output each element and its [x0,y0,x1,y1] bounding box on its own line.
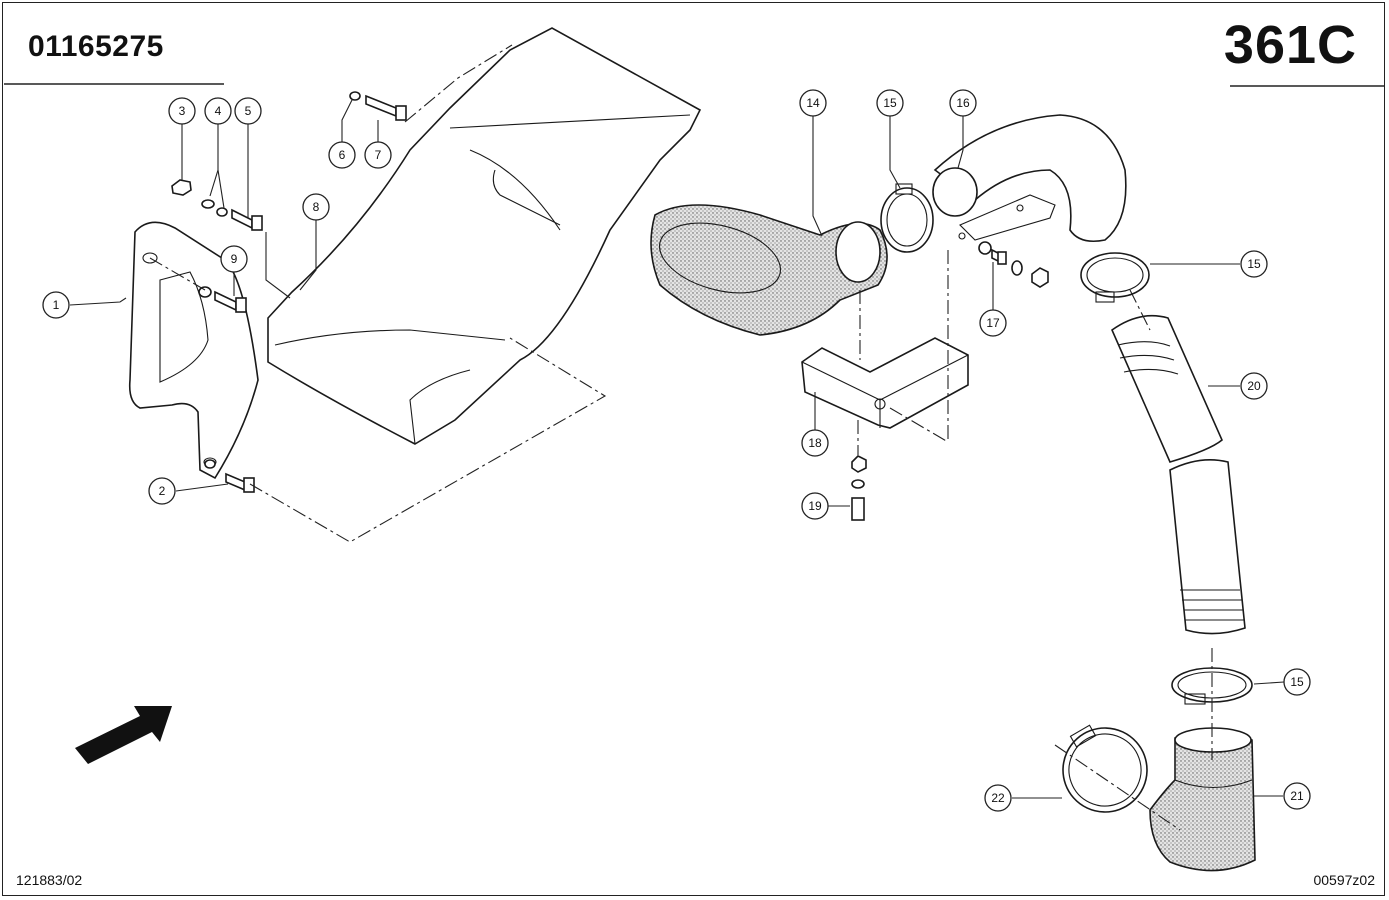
callout-5: 5 [234,97,262,125]
callout-20: 20 [1240,372,1268,400]
leader-lines [69,99,1285,799]
large-clamp-part [1062,724,1148,813]
svg-text:17: 17 [986,316,1000,330]
svg-text:4: 4 [215,104,222,118]
flexible-hose-part [1111,314,1246,635]
svg-text:15: 15 [1247,257,1261,271]
svg-text:14: 14 [806,96,820,110]
callout-19: 19 [801,492,829,520]
callout-7: 7 [364,141,392,169]
svg-text:18: 18 [808,436,822,450]
svg-text:22: 22 [991,791,1005,805]
svg-text:19: 19 [808,499,822,513]
svg-text:21: 21 [1290,789,1304,803]
callout-3: 3 [168,97,196,125]
drawing-ref-right: 00597z02 [1313,872,1375,888]
assembly-lines [149,44,1213,831]
outlet-elbow-part [1149,727,1256,872]
support-bracket-part [801,337,969,429]
callout-16: 16 [949,89,977,117]
hose-clamp-part-upper [880,183,934,253]
svg-text:6: 6 [339,148,346,162]
svg-text:3: 3 [179,104,186,118]
callout-6: 6 [328,141,356,169]
callout-8: 8 [302,193,330,221]
callout-14: 14 [799,89,827,117]
callout-15-upper: 15 [876,89,904,117]
callout-1: 1 [42,291,70,319]
callout-15-lower: 15 [1283,668,1311,696]
svg-text:5: 5 [245,104,252,118]
part-number: 01165275 [28,30,164,63]
svg-text:7: 7 [375,148,382,162]
callout-22: 22 [984,784,1012,812]
arrow-icon [75,706,172,764]
chute-part [267,27,702,445]
svg-text:8: 8 [313,200,320,214]
hose-clamp-part-right [1080,252,1150,303]
bracket-plate-part [128,221,259,480]
callout-4: 4 [204,97,232,125]
svg-text:2: 2 [159,484,166,498]
callout-17: 17 [979,309,1007,337]
svg-text:1: 1 [53,298,60,312]
upper-bend-tube-part [932,114,1127,243]
hardware-parts [171,91,1049,521]
svg-text:15: 15 [1290,675,1304,689]
intake-elbow-part [650,204,888,336]
callout-2: 2 [148,477,176,505]
callout-9: 9 [220,245,248,273]
svg-text:16: 16 [956,96,970,110]
callout-21: 21 [1283,782,1311,810]
svg-text:15: 15 [883,96,897,110]
svg-text:20: 20 [1247,379,1261,393]
drawing-ref-left: 121883/02 [16,872,83,888]
callout-18: 18 [801,429,829,457]
svg-text:9: 9 [231,252,238,266]
page-id: 361C [1223,15,1357,75]
callout-15-right: 15 [1240,250,1268,278]
